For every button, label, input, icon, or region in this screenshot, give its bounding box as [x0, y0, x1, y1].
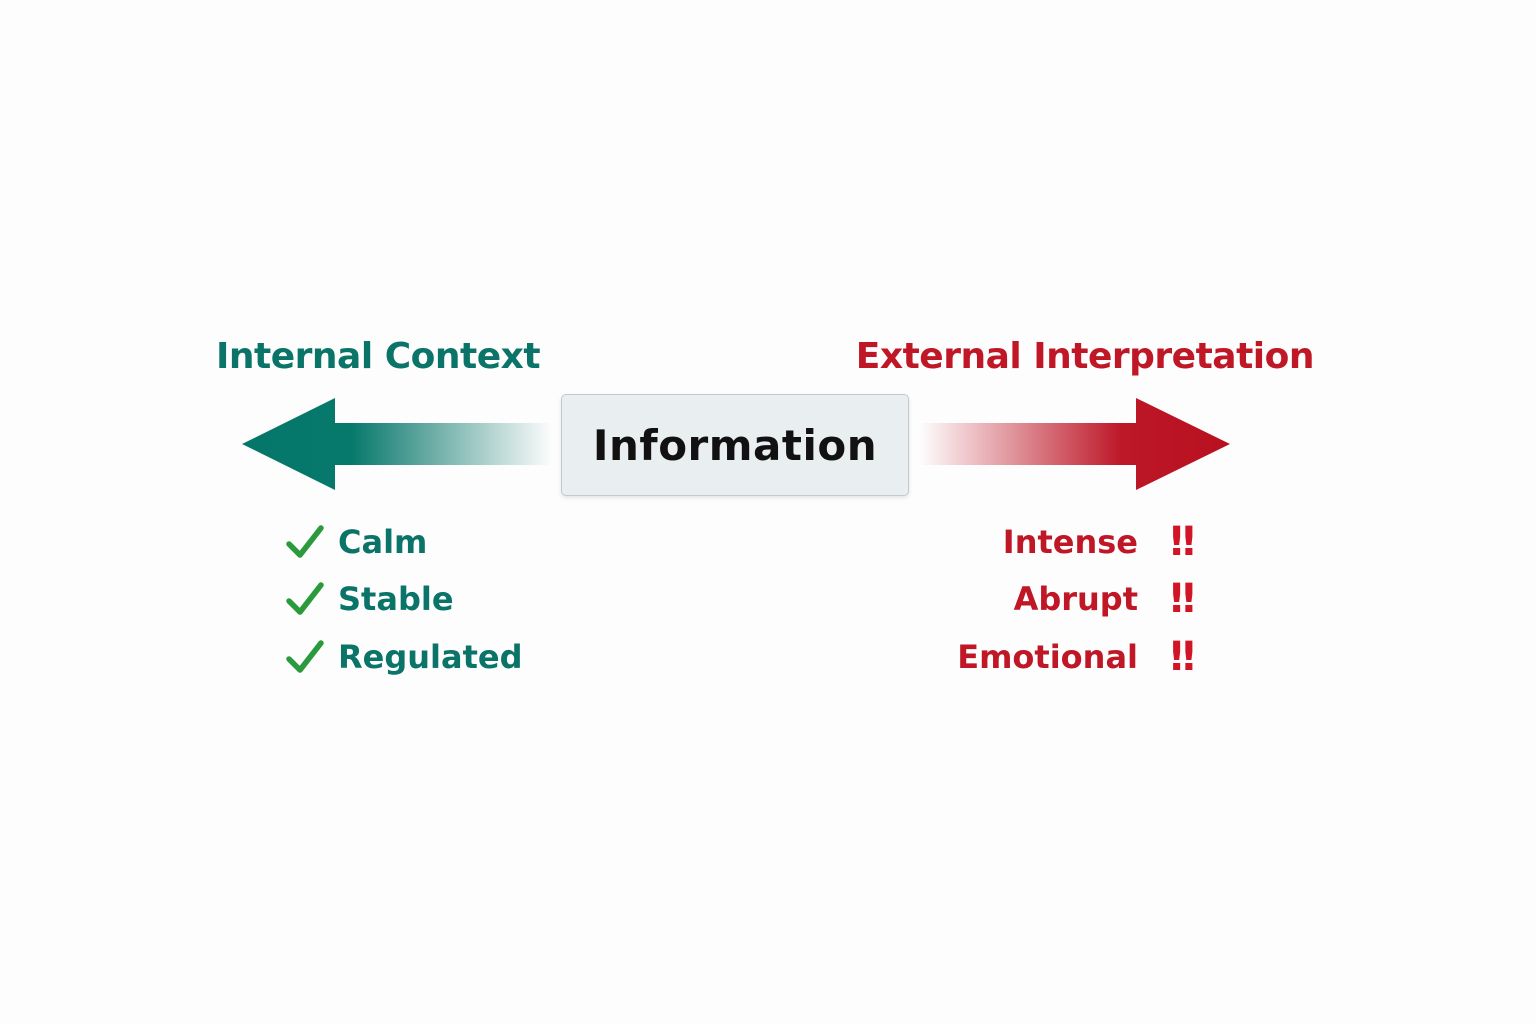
list-item-emotional: Emotional !! — [957, 628, 1198, 686]
check-icon — [286, 640, 324, 673]
external-interpretation-heading: External Interpretation — [855, 336, 1315, 377]
list-item-calm: Calm — [286, 513, 523, 571]
external-interpretation-list: Intense !! Abrupt !! Emotional !! — [957, 513, 1198, 686]
information-box: Information — [561, 394, 909, 496]
list-item-regulated: Regulated — [286, 628, 523, 686]
internal-context-list: Calm Stable Regulated — [286, 513, 523, 686]
right-arrow-icon — [920, 398, 1230, 490]
check-icon — [286, 525, 324, 558]
list-item-intense: Intense !! — [957, 513, 1198, 571]
internal-context-heading: Internal Context — [216, 336, 541, 377]
information-label: Information — [592, 420, 878, 470]
list-item-label: Abrupt — [1013, 580, 1138, 619]
list-item-abrupt: Abrupt !! — [957, 571, 1198, 629]
double-exclamation-icon: !! — [1167, 518, 1198, 565]
check-icon — [286, 582, 324, 615]
list-item-label: Stable — [338, 580, 454, 619]
double-exclamation-icon: !! — [1167, 633, 1198, 680]
list-item-label: Calm — [338, 522, 428, 561]
list-item-label: Intense — [1002, 522, 1138, 561]
list-item-label: Regulated — [338, 637, 523, 676]
list-item-stable: Stable — [286, 571, 523, 629]
list-item-label: Emotional — [957, 637, 1138, 676]
left-arrow-icon — [242, 398, 552, 490]
double-exclamation-icon: !! — [1167, 576, 1198, 623]
